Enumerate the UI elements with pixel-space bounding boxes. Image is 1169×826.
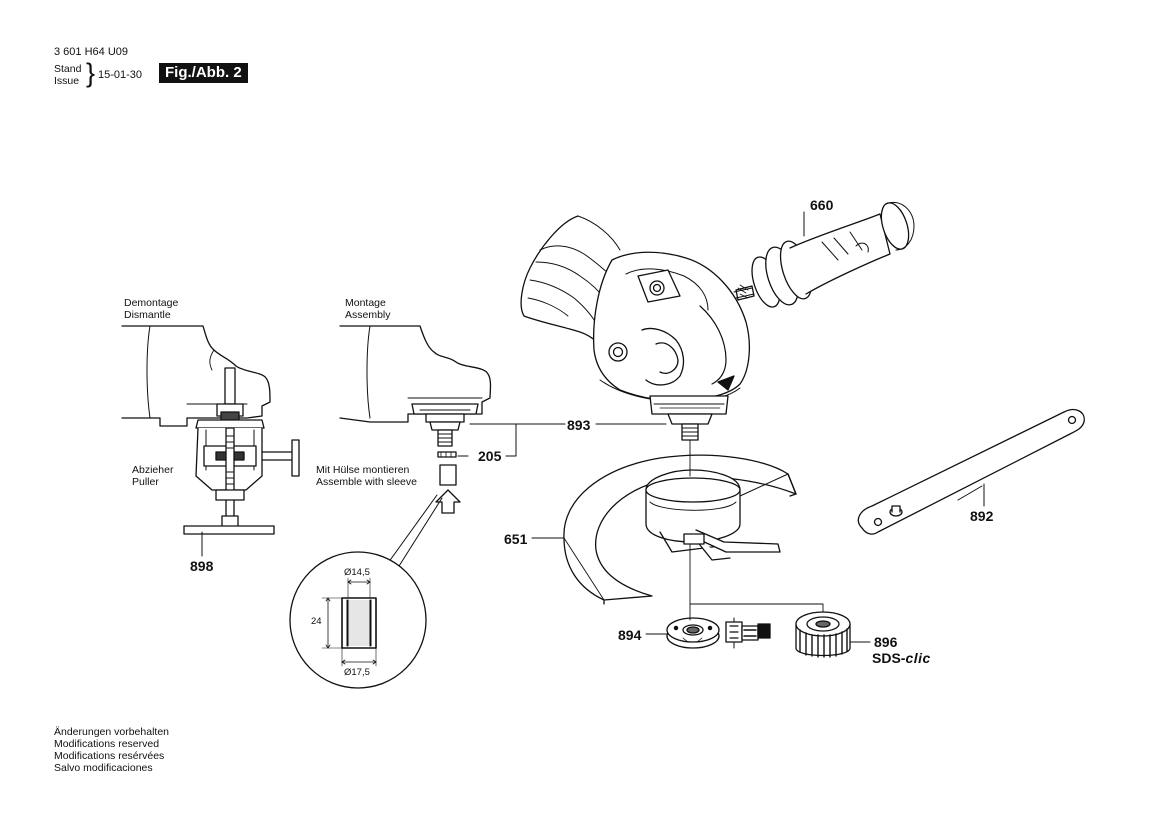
dismantle-housing	[121, 325, 271, 427]
flange-894	[666, 617, 720, 649]
grinder-head	[520, 215, 755, 441]
leader-lines	[201, 211, 985, 643]
label-sleeve-de: Mit Hülse montieren	[316, 464, 410, 476]
issue-label: Issue	[54, 75, 80, 87]
clamp-parts	[725, 617, 771, 649]
centre-lines	[689, 439, 824, 621]
footer-line-de: Änderungen vorbehalten	[54, 726, 170, 738]
part-898: 898	[190, 558, 214, 574]
sleeve-small	[439, 464, 457, 486]
wheel-guard-651	[563, 454, 797, 605]
up-arrow-icon	[435, 489, 461, 514]
ring-205	[437, 451, 457, 458]
aux-handle-660	[733, 202, 915, 308]
spanner-892	[857, 408, 1085, 535]
sds-clic-nut-896	[795, 611, 851, 658]
stand-label: Stand	[54, 63, 82, 75]
label-puller-de: Abzieher	[132, 464, 174, 476]
issue-date: 15-01-30	[98, 69, 143, 81]
spindle-thread-assembly	[425, 413, 465, 447]
label-puller-en: Puller	[132, 476, 159, 488]
part-894: 894	[618, 627, 642, 643]
brace-glyph: }	[86, 58, 96, 88]
dim-inner-diameter: Ø14,5	[344, 567, 370, 578]
part-660: 660	[810, 197, 834, 213]
puller-tool	[183, 367, 300, 535]
dim-length: 24	[311, 616, 322, 627]
part-896: 896	[874, 634, 898, 650]
figure-badge: Fig./Abb. 2	[159, 63, 248, 83]
dim-outer-diameter: Ø17,5	[344, 667, 370, 678]
sds-clic-logo: SDS-clic	[872, 650, 931, 666]
sds-prefix: SDS-	[872, 650, 906, 666]
sds-clic-suffix: clic	[905, 650, 931, 666]
sleeve-detail-magnifier	[289, 551, 427, 689]
part-651: 651	[504, 531, 528, 547]
label-sleeve-en: Assemble with sleeve	[316, 476, 417, 488]
label-assembly-de: Montage	[345, 297, 386, 309]
footer-line-fr: Modifications resérvées	[54, 750, 165, 762]
label-dismantle-en: Dismantle	[124, 309, 171, 321]
assembly-housing	[339, 325, 492, 423]
footer-line-en: Modifications reserved	[54, 738, 160, 750]
footer-line-es: Salvo modificaciones	[54, 762, 153, 774]
part-205: 205	[478, 448, 502, 464]
part-892: 892	[970, 508, 994, 524]
part-893: 893	[567, 417, 591, 433]
label-assembly-en: Assembly	[345, 309, 391, 321]
label-dismantle-de: Demontage	[124, 297, 179, 309]
part-number: 3 601 H64 U09	[54, 46, 128, 58]
